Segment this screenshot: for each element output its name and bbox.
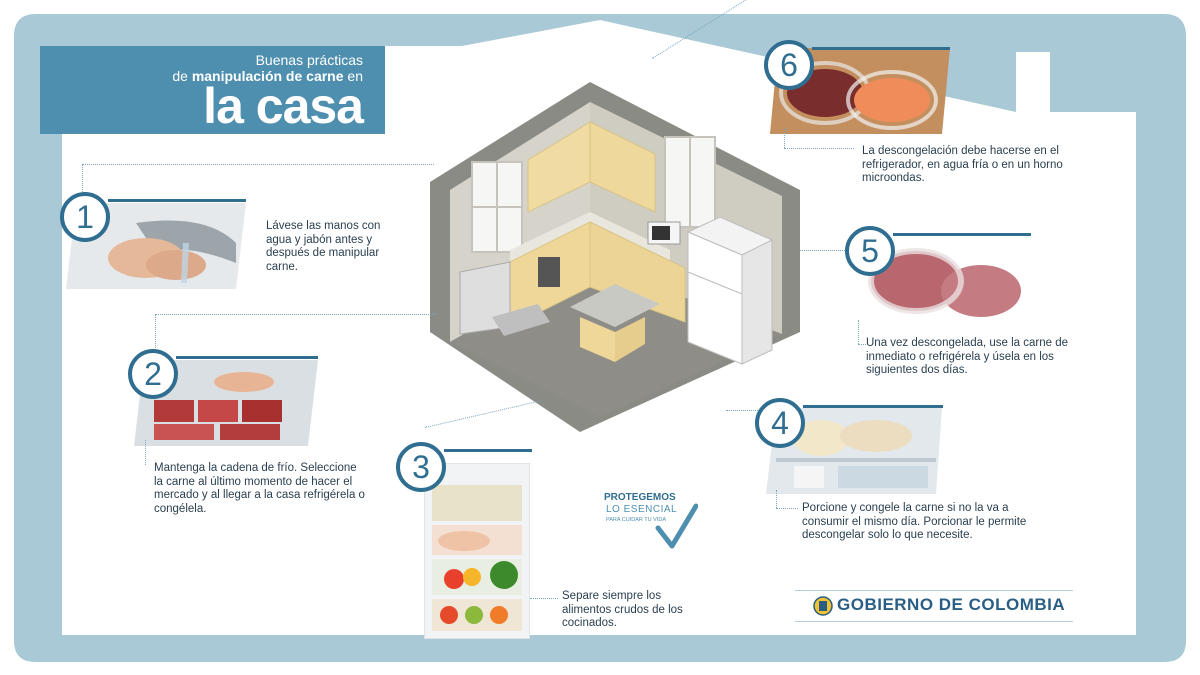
step-4-text: Porcione y congele la carne si no la va …: [802, 502, 1027, 541]
step-4-number: 4: [755, 398, 805, 448]
connector-line: [155, 314, 435, 315]
government-logo: GOBIERNO DE COLOMBIA: [795, 590, 1073, 622]
connector-line: [800, 250, 845, 251]
step-1-text: Lávese las manos con agua y jabón antes …: [266, 220, 381, 273]
government-name: GOBIERNO DE COLOMBIA: [837, 595, 1066, 614]
connector-line: [145, 440, 146, 465]
connector-line: [155, 314, 156, 350]
meat-counter-photo: [134, 360, 318, 446]
connector-line: [784, 128, 785, 148]
freezer-photo: [766, 408, 942, 494]
checkmark-icon: [655, 503, 698, 549]
open-fridge-photo: [424, 463, 530, 639]
connector-line: [82, 164, 434, 165]
step-2-number: 2: [128, 349, 178, 399]
step-6-text: La descongelación debe hacerse en el ref…: [862, 145, 1063, 184]
coat-of-arms-icon: [813, 596, 833, 616]
connector-line: [784, 148, 854, 149]
step-4-underline: [803, 405, 943, 408]
slogan-logo: PROTEGEMOS LO ESENCIAL PARA CUIDAR TU VI…: [604, 492, 698, 552]
title-line-1: Buenas prácticas: [255, 52, 363, 68]
page-title: la casa: [203, 78, 364, 134]
connector-line: [858, 320, 859, 344]
step-1-number: 1: [60, 192, 110, 242]
step-2-text: Mantenga la cadena de frío. Seleccione l…: [154, 462, 365, 515]
step-5-text: Una vez descongelada, use la carne de in…: [866, 337, 1069, 376]
step-5-underline: [893, 233, 1031, 236]
hand-washing-photo: [66, 203, 246, 289]
connector-line: [858, 344, 866, 345]
step-3-underline: [444, 449, 532, 452]
step-1-underline: [108, 199, 246, 202]
step-6-number: 6: [764, 40, 814, 90]
step-2-underline: [176, 356, 318, 359]
step-3-number: 3: [396, 442, 446, 492]
connector-line: [726, 410, 776, 411]
title-banner: Buenas prácticas de manipulación de carn…: [40, 46, 385, 134]
title-line-2: de manipulación de carne en: [172, 68, 363, 84]
connector-line: [530, 598, 558, 599]
connector-line: [82, 164, 83, 192]
step-6-underline: [812, 47, 950, 50]
thawed-meat-photo: [770, 48, 950, 134]
kitchen-illustration: [430, 82, 800, 432]
connector-line: [776, 508, 798, 509]
frozen-meat-photo: [856, 236, 1032, 322]
step-5-number: 5: [845, 226, 895, 276]
step-3-text: Separe siempre los alimentos crudos de l…: [562, 590, 683, 629]
connector-line: [776, 490, 777, 508]
